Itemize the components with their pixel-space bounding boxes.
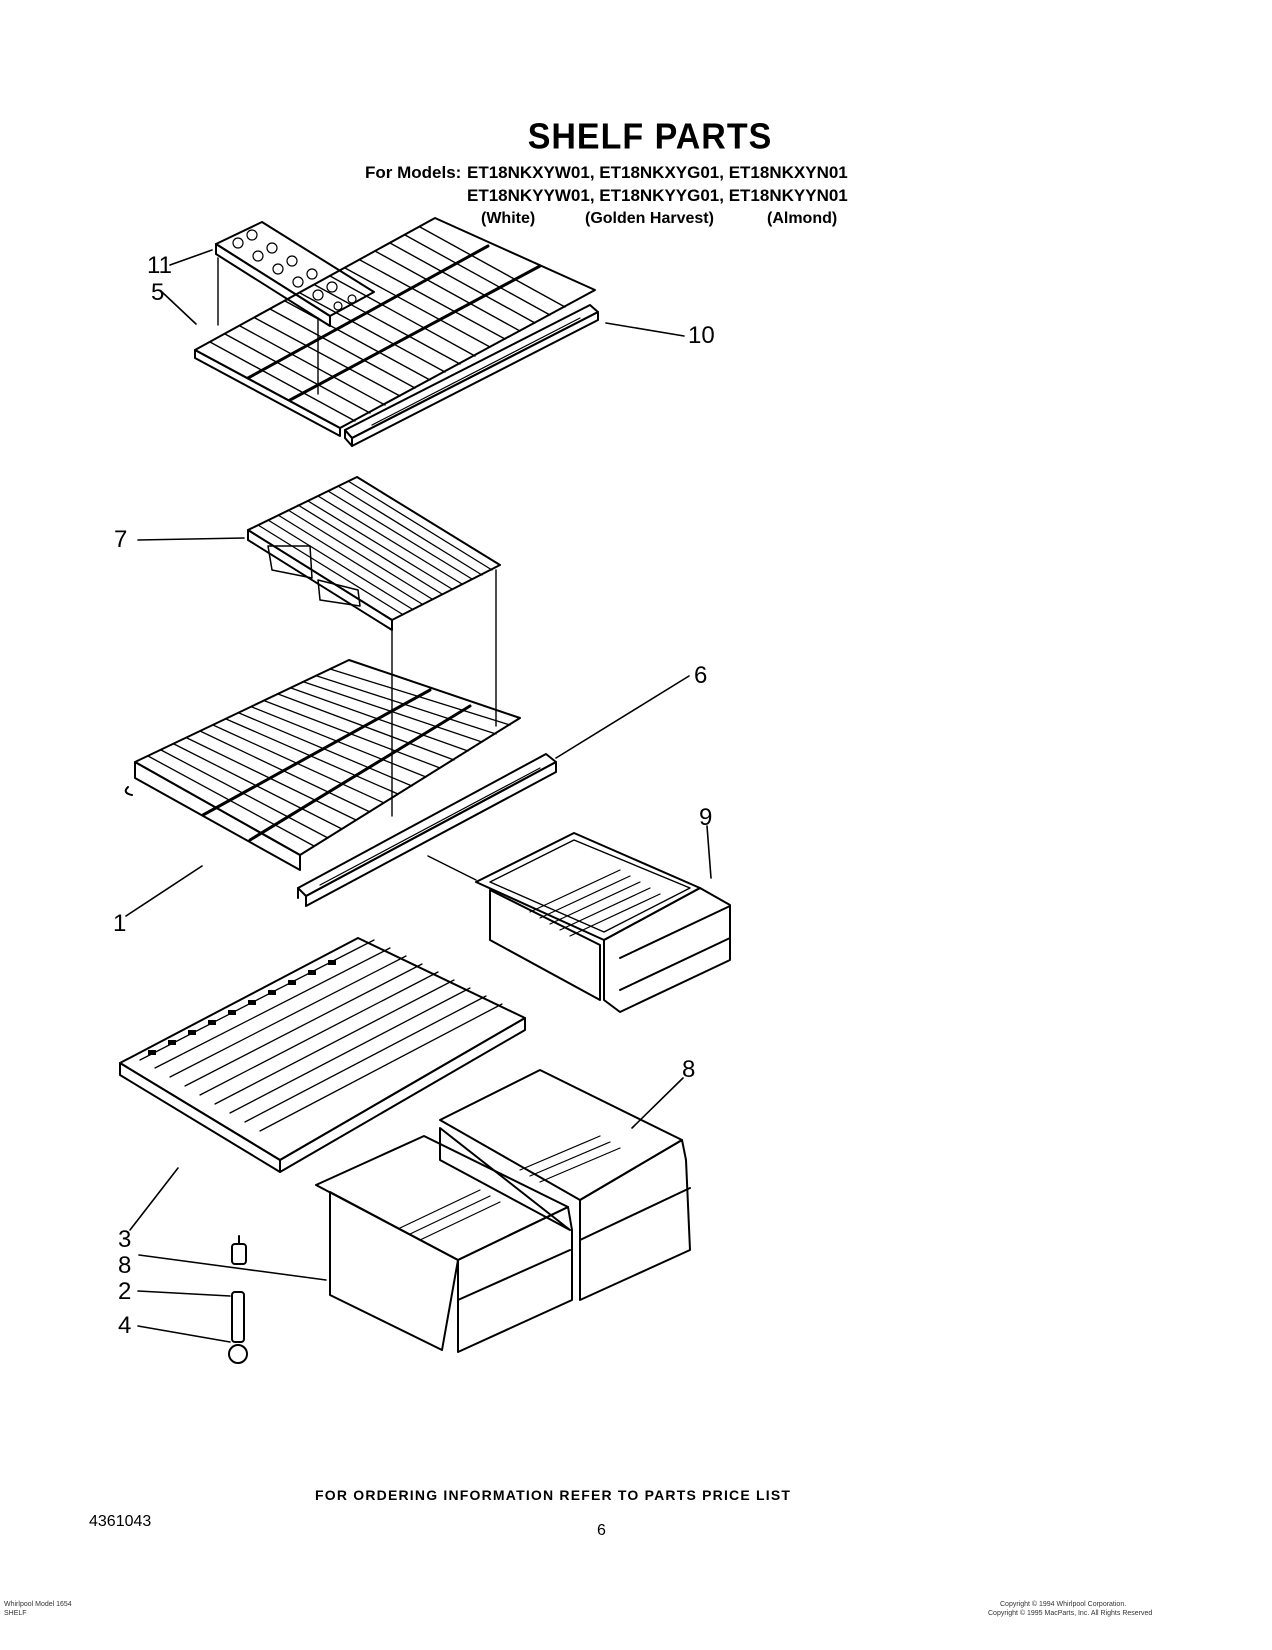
callout-9: 9: [699, 804, 713, 831]
color-almond: (Almond): [767, 210, 838, 227]
leader-lines: [125, 249, 712, 1343]
callout-3: 3: [118, 1226, 132, 1253]
meat-pan: [427, 832, 731, 1013]
right-fineprint-2: Copyright © 1995 MacParts, Inc. All Righ…: [988, 1610, 1153, 1617]
shelf-front-trim: [297, 753, 557, 907]
callout-7: 7: [114, 526, 128, 553]
callout-4: 4: [118, 1312, 132, 1339]
callout-8-front: 8: [118, 1252, 132, 1279]
color-golden-harvest: (Golden Harvest): [585, 210, 714, 227]
crisper-drawer-rear: [439, 1069, 691, 1301]
callout-10: 10: [688, 322, 715, 349]
page-title: SHELF PARTS: [527, 117, 773, 157]
crisper-drawer-front: [315, 1135, 573, 1353]
page-number: 6: [597, 1522, 606, 1539]
document-number: 4361043: [89, 1513, 152, 1530]
color-white: (White): [481, 210, 536, 227]
left-fineprint-2: SHELF: [4, 1610, 27, 1617]
callout-5: 5: [151, 279, 165, 306]
left-fineprint-1: Whirlpool Model 1654: [4, 1601, 72, 1608]
upper-wire-shelf: [247, 476, 501, 817]
callout-6: 6: [694, 662, 708, 689]
ice-cube-tray: [215, 221, 375, 395]
ordering-info-note: FOR ORDERING INFORMATION REFER TO PARTS …: [315, 1487, 792, 1503]
models-line-2: ET18NKYYW01, ET18NKYYG01, ET18NKYYN01: [467, 186, 848, 205]
callout-2: 2: [118, 1278, 132, 1305]
freezer-shelf-trim: [344, 304, 599, 447]
freezer-wire-shelf: [194, 217, 596, 437]
stud-part: [228, 1291, 248, 1364]
crisper-cover: [119, 937, 526, 1173]
models-prefix: For Models:: [365, 163, 462, 182]
right-fineprint-1: Copyright © 1994 Whirlpool Corporation.: [1000, 1601, 1127, 1608]
callout-1: 1: [113, 910, 127, 937]
models-line-1: ET18NKXYW01, ET18NKXYG01, ET18NKXYN01: [467, 163, 848, 182]
callout-8-rear: 8: [682, 1056, 696, 1083]
roller-part: [231, 1235, 247, 1265]
main-wire-shelf: [124, 659, 521, 871]
callout-11: 11: [147, 252, 172, 279]
